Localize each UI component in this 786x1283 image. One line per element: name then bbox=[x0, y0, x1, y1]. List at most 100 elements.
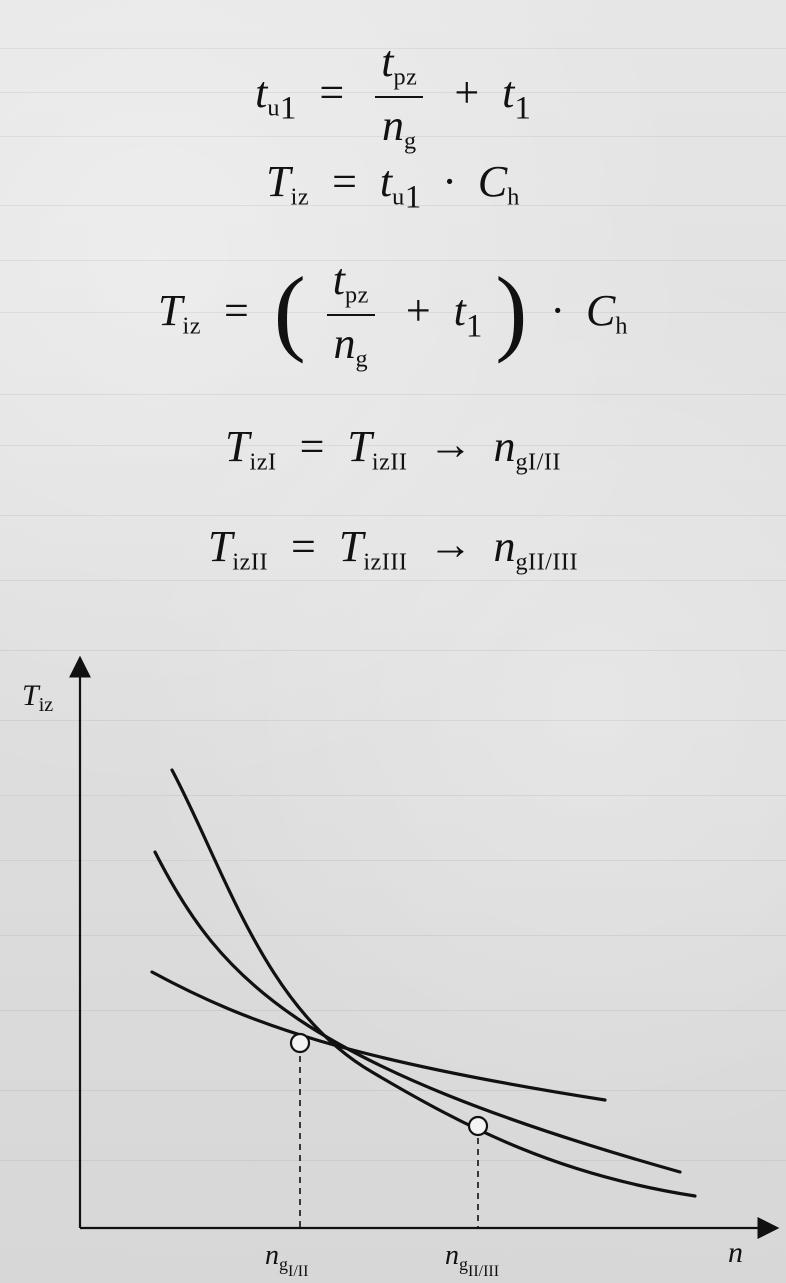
equation-4: TizI = TizII → ngI/II bbox=[0, 420, 786, 475]
eq3-lhs: Tiz bbox=[158, 285, 201, 340]
eq3-frac-num-sub: pz bbox=[345, 281, 369, 309]
eq5-lhs: TizII bbox=[208, 525, 268, 575]
eq1-frac-num-sub: pz bbox=[393, 63, 418, 91]
eq2-c-main: C bbox=[477, 157, 508, 206]
x-mark-1-main: n bbox=[265, 1240, 279, 1271]
eq1-lhs-main: t bbox=[255, 67, 268, 117]
eq3-paren-close: ) bbox=[495, 256, 528, 364]
eq1-plus: + bbox=[454, 67, 480, 117]
eq1-frac-den-sub: g bbox=[403, 127, 417, 155]
intersection-point-2 bbox=[467, 1115, 489, 1137]
eq2-lhs: Tiz bbox=[266, 160, 309, 210]
eq3-term-sub: 1 bbox=[465, 308, 483, 345]
eq2-rhs-sub2: 1 bbox=[404, 179, 422, 216]
eq1-rhs-term: t1 bbox=[502, 67, 531, 127]
eq5-lhs-sub: iz bbox=[232, 548, 251, 576]
equation-1: tu1 = tpz ng + t1 bbox=[0, 40, 786, 153]
eq3-lhs-sub: iz bbox=[182, 312, 201, 340]
eq4-rhs-sub2: II bbox=[390, 448, 408, 476]
eq1-equals: = bbox=[319, 67, 345, 117]
equation-3: Tiz = ( tpz ng + t1 ) · Ch bbox=[0, 258, 786, 371]
eq2-c-sub: h bbox=[507, 183, 520, 211]
eq5-result: ngII/III bbox=[493, 525, 578, 575]
eq5-rhs-sub2: III bbox=[381, 548, 408, 576]
x-mark-1-sub2: I/II bbox=[288, 1263, 308, 1280]
eq3-frac-den-sub: g bbox=[355, 345, 369, 373]
eq1-lhs-sub: u bbox=[267, 94, 280, 122]
eq5-lhs-sub2: II bbox=[250, 548, 268, 576]
eq5-result-sub2: II/III bbox=[528, 548, 579, 576]
x-mark-2-sub2: II/III bbox=[468, 1263, 499, 1280]
y-axis-label: Tiz bbox=[22, 679, 53, 716]
equation-5: TizII = TizIII → ngII/III bbox=[0, 520, 786, 575]
x-mark-1-sub: g bbox=[279, 1254, 288, 1274]
eq4-rhs-main: T bbox=[347, 422, 372, 471]
eq3-frac-den: ng bbox=[328, 318, 375, 373]
x-mark-2: ngII/III bbox=[445, 1240, 499, 1280]
eq3-term-main: t bbox=[453, 285, 466, 335]
eq2-rhs: tu1 bbox=[380, 160, 421, 215]
eq1-frac-num: tpz bbox=[375, 40, 423, 90]
eq3-plus: + bbox=[405, 285, 431, 335]
eq3-c-main: C bbox=[586, 285, 616, 335]
eq4-lhs-main: T bbox=[225, 422, 250, 471]
eq3-dot: · bbox=[550, 285, 566, 335]
eq4-arrow: → bbox=[428, 420, 473, 469]
eq2-equals: = bbox=[332, 157, 357, 206]
eq5-equals: = bbox=[291, 522, 316, 571]
y-axis-label-main: T bbox=[22, 679, 41, 712]
eq5-rhs-sub: iz bbox=[363, 548, 382, 576]
eq3-c-sub: h bbox=[615, 312, 628, 340]
eq3-equals: = bbox=[223, 285, 249, 335]
eq3-c: Ch bbox=[586, 285, 628, 340]
eq1-frac-den-main: n bbox=[381, 100, 404, 150]
eq1-rhs-term-sub: 1 bbox=[514, 90, 531, 127]
eq1-fraction: tpz ng bbox=[375, 40, 424, 155]
eq4-lhs-sub: iz bbox=[249, 448, 268, 476]
series-curve-mid bbox=[153, 850, 682, 1174]
eq5-result-sub: g bbox=[515, 548, 529, 576]
eq3-fraction: tpz ng bbox=[326, 258, 375, 373]
eq1-frac-num-main: t bbox=[381, 37, 394, 86]
eq3-frac-bar bbox=[326, 313, 375, 316]
eq3-frac-num-main: t bbox=[332, 255, 345, 304]
eq3-frac-num: tpz bbox=[327, 258, 375, 308]
eq3-term: t1 bbox=[453, 285, 483, 345]
eq5-arrow: → bbox=[428, 520, 473, 569]
eq2-lhs-main: T bbox=[266, 157, 291, 206]
eq5-result-main: n bbox=[493, 522, 516, 571]
eq1-frac-bar bbox=[375, 95, 424, 98]
x-mark-2-sub: g bbox=[459, 1254, 468, 1274]
eq2-dot: · bbox=[442, 157, 457, 206]
intersection-point-1 bbox=[289, 1032, 311, 1054]
eq1-lhs-sub2: 1 bbox=[279, 90, 297, 127]
eq4-rhs: TizII bbox=[347, 425, 407, 475]
eq1-lhs: tu1 bbox=[255, 67, 297, 127]
eq2-c: Ch bbox=[478, 160, 520, 210]
eq4-result-sub2: I/II bbox=[528, 448, 561, 476]
eq4-result: ngI/II bbox=[493, 425, 560, 475]
eq5-lhs-main: T bbox=[207, 522, 233, 571]
eq1-frac-den: ng bbox=[376, 100, 423, 155]
eq5-rhs: TizIII bbox=[339, 525, 408, 575]
eq4-result-sub: g bbox=[515, 448, 529, 476]
eq3-lhs-main: T bbox=[158, 285, 183, 335]
series-curve-steep bbox=[170, 768, 697, 1198]
x-mark-2-main: n bbox=[445, 1240, 459, 1271]
eq5-rhs-main: T bbox=[338, 522, 364, 571]
equation-2: Tiz = tu1 · Ch bbox=[0, 160, 786, 215]
y-axis-label-sub: iz bbox=[39, 694, 54, 716]
series-curve-flat bbox=[150, 970, 607, 1102]
eq3-paren-open: ( bbox=[273, 256, 306, 364]
eq2-rhs-sub: u bbox=[392, 183, 405, 211]
eq1-rhs-term-main: t bbox=[502, 67, 515, 117]
eq4-lhs: TizI bbox=[225, 425, 277, 475]
x-mark-1: ngI/II bbox=[265, 1240, 308, 1280]
eq2-rhs-main: t bbox=[379, 157, 393, 206]
eq3-frac-den-main: n bbox=[333, 318, 356, 368]
eq2-lhs-sub: iz bbox=[290, 183, 310, 211]
eq4-result-main: n bbox=[493, 422, 516, 471]
eq4-rhs-sub: iz bbox=[371, 448, 391, 476]
eq4-equals: = bbox=[299, 422, 325, 471]
